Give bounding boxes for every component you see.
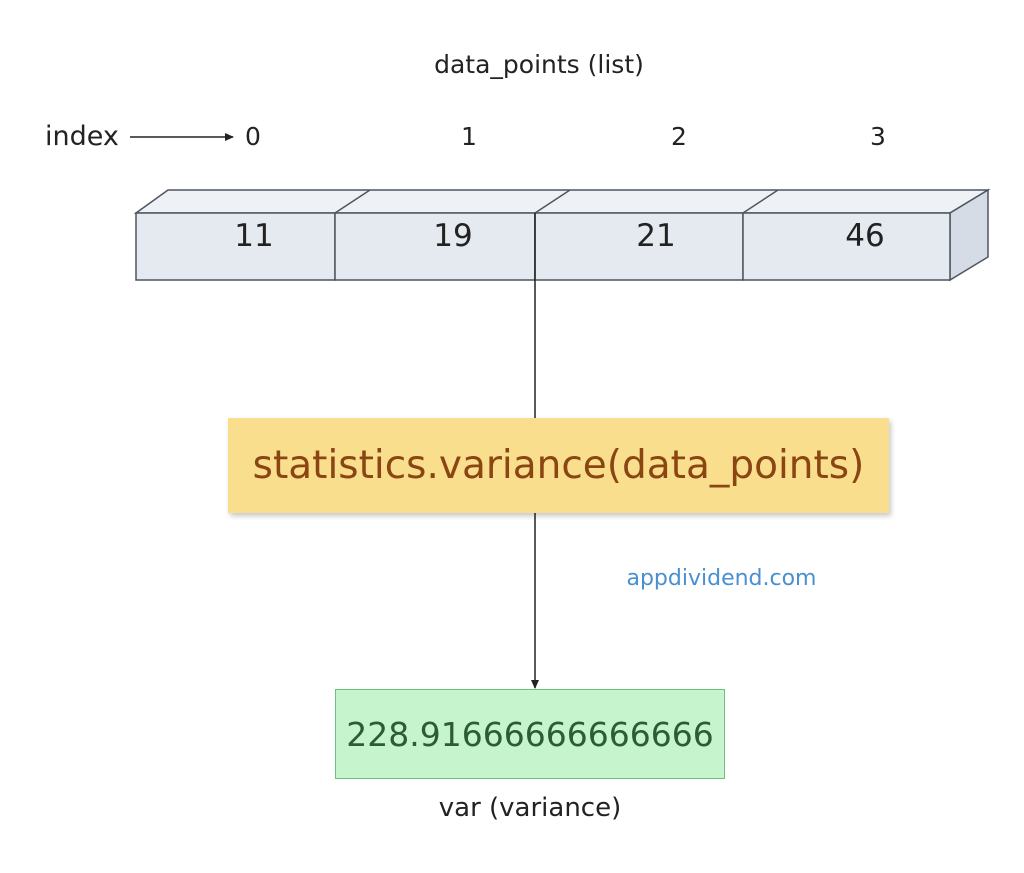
top-face-divider-2 xyxy=(534,189,571,214)
function-call-box: statistics.variance(data_points) xyxy=(228,418,889,513)
function-call-text: statistics.variance(data_points) xyxy=(252,443,865,488)
watermark: appdividend.com xyxy=(626,566,817,591)
top-face-divider-3 xyxy=(742,189,779,214)
list-cell-1 xyxy=(334,212,536,281)
result-label: var (variance) xyxy=(438,793,622,823)
list-value-0: 11 xyxy=(234,218,274,254)
list-value-2: 21 xyxy=(636,218,676,254)
list-title: data_points (list) xyxy=(434,50,644,79)
list-box-top-face xyxy=(133,189,991,214)
index-3: 3 xyxy=(870,122,886,151)
result-value: 228.91666666666666 xyxy=(346,714,714,754)
list-value-3: 46 xyxy=(845,218,885,254)
index-1: 1 xyxy=(461,122,477,151)
list-cell-3 xyxy=(742,212,951,281)
index-2: 2 xyxy=(671,122,687,151)
list-cell-0 xyxy=(135,212,336,281)
list-value-1: 19 xyxy=(433,218,473,254)
top-face-divider-1 xyxy=(334,189,371,214)
result-box: 228.91666666666666 xyxy=(335,689,725,779)
index-label: index xyxy=(45,121,119,152)
index-0: 0 xyxy=(245,122,261,151)
